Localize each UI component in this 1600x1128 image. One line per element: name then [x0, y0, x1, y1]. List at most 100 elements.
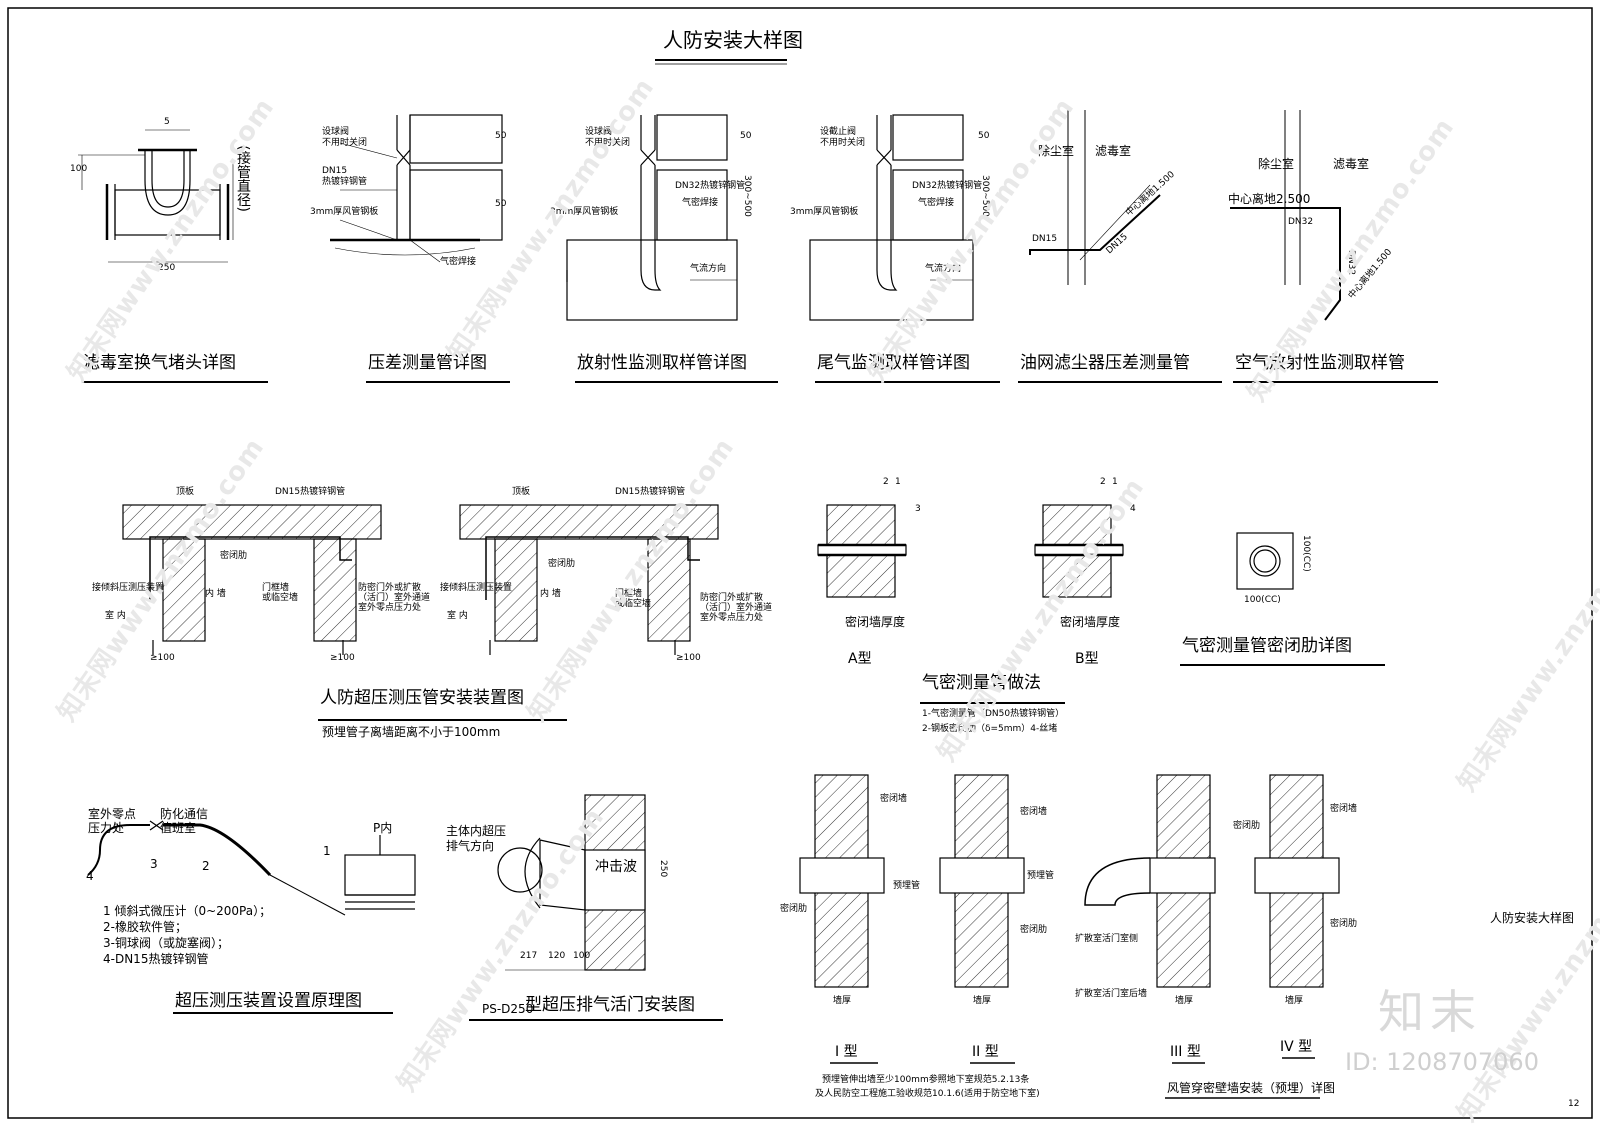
detail-air-radiation-pipe	[1230, 110, 1341, 321]
label-num: 2	[202, 859, 210, 873]
label-100: 100	[70, 164, 88, 174]
label-room: 滤毒室	[1333, 157, 1370, 171]
label-num: 3	[150, 857, 158, 871]
detail-rib-square	[1236, 532, 1294, 590]
label-flow: 气流方向	[690, 264, 727, 274]
note-overpressure: 预埋管子离墙距离不小于100mm	[322, 725, 501, 739]
label-rib: 密闭肋	[1020, 925, 1048, 935]
label-dn: DN15	[1032, 234, 1058, 244]
label-dn: DN32	[1346, 250, 1356, 276]
detail-overpressure-principle	[87, 820, 416, 916]
label-dim-50b: 50	[495, 199, 507, 209]
label-slab: 顶板	[176, 487, 195, 497]
label-250: 250	[158, 263, 176, 273]
label-dim: 100	[573, 951, 591, 961]
label-room: 室 内	[447, 611, 468, 621]
label-note: 防密门外或扩散	[700, 593, 764, 603]
label-comm: 值班室	[160, 821, 197, 835]
label-pre-pipe: 预埋管	[1027, 871, 1055, 881]
title-filter-plug: 滤毒室换气堵头详图	[83, 353, 236, 373]
title-air-radiation: 空气放射性监测取样管	[1235, 353, 1405, 373]
label-weld: 气密焊接	[440, 257, 477, 267]
label-plate: 3mm厚风管钢板	[550, 207, 619, 217]
label-dim: ≥100	[676, 653, 701, 663]
label-room: 室 内	[105, 611, 126, 621]
label-pipe: DN32热镀锌钢管	[675, 181, 746, 191]
label-dim: 250	[658, 860, 668, 878]
legend-airtight: 2-钢板密闭肋（δ=5mm）4-丝堵	[922, 724, 1058, 734]
label-num: 4	[1130, 504, 1136, 514]
label-weld: 气密焊接	[918, 198, 955, 208]
label-shock-wave: 冲击波	[595, 859, 637, 875]
label-num: 3	[915, 504, 921, 514]
watermark-logo: 知末	[1378, 985, 1482, 1039]
detail-radiation-sampling	[566, 114, 738, 321]
legend-line: 3-铜球阀（或旋塞阀）；	[103, 936, 229, 950]
label-outdoor: 室外零点	[88, 807, 137, 821]
title-rib-detail: 气密测量管密闭肋详图	[1182, 636, 1352, 656]
label-direction: 排气方向	[446, 839, 495, 853]
label-pipe: DN32热镀锌钢管	[912, 181, 983, 191]
label-plate: 3mm厚风管钢板	[310, 207, 379, 217]
label-size: 100(CC)	[1301, 535, 1311, 572]
title-duct-wall: 风管穿密壁墙安装（预埋）详图	[1167, 1081, 1336, 1095]
label-rib: 密闭肋	[1330, 919, 1358, 929]
title-principle: 超压测压装置设置原理图	[175, 991, 362, 1011]
title-airtight: 气密测量管做法	[922, 673, 1041, 693]
label-type-4: IV 型	[1280, 1039, 1313, 1055]
label-pipe: DN15热镀锌钢管	[615, 487, 686, 497]
label-dim: 120	[548, 951, 566, 961]
label-seal-wall: 密闭墙	[1020, 807, 1048, 817]
note-duct: 预埋管伸出墙至少100mm参照地下室规范5.2.13条	[822, 1075, 1030, 1085]
label-rib: 密闭肋	[220, 551, 248, 561]
detail-exhaust-sampling	[809, 114, 974, 321]
title-pressure-diff: 压差测量管详图	[368, 353, 487, 373]
label-num: 1	[1112, 477, 1118, 487]
label-valve-note: 不用时关闭	[820, 138, 866, 148]
label-wall-thickness: 墙厚	[833, 996, 852, 1006]
label-inner-wall: 内 墙	[205, 589, 226, 599]
label-door2: 或临空墙	[262, 593, 299, 603]
label-direction: 主体内超压	[446, 824, 507, 838]
sheet-border	[7, 7, 1593, 1119]
label-type-a: A型	[848, 651, 872, 667]
label-note: 防密门外或扩散	[358, 583, 422, 593]
label-note: （活门）室外通道	[700, 603, 773, 613]
detail-pressure-diff-pipe	[330, 114, 503, 263]
label-room: 除尘室	[1258, 157, 1295, 171]
label-center: 中心离地2.500	[1228, 192, 1311, 206]
label-num: 4	[86, 869, 94, 883]
detail-duct-wall-4	[1254, 774, 1340, 988]
label-wall-thickness: 墙厚	[1175, 996, 1194, 1006]
label-diffusion: 扩散室活门室后墙	[1075, 989, 1148, 999]
label-rib: 密闭肋	[780, 904, 808, 914]
label-room: 除尘室	[1038, 144, 1075, 158]
legend-airtight: 1-气密测量管（DN50热镀锌钢管）	[922, 709, 1065, 719]
label-comm: 防化通信	[160, 807, 209, 821]
label-type-b: B型	[1075, 651, 1099, 667]
label-pipe: DN15	[322, 166, 348, 176]
detail-duct-wall-2	[939, 774, 1025, 988]
label-note: （活门）室外通道	[358, 593, 431, 603]
label-wall-thickness: 墙厚	[1285, 996, 1304, 1006]
label-num: 2	[883, 477, 889, 487]
label-diameter: (接管直径)	[235, 145, 251, 212]
note-duct: 及人民防空工程施工验收规范10.1.6(适用于防空地下室)	[815, 1089, 1040, 1099]
label-pipe: DN15热镀锌钢管	[275, 487, 346, 497]
label-seal-wall: 密闭墙	[880, 794, 908, 804]
label-inner-wall: 内 墙	[540, 589, 561, 599]
sheet-title: 人防安装大样图	[663, 28, 803, 52]
label-num: 1	[323, 844, 331, 858]
label-door2: 或临空墙	[615, 599, 652, 609]
label-type-3: III 型	[1170, 1044, 1201, 1060]
detail-overpressure-pipe-a	[122, 504, 382, 655]
label-dim-50a: 50	[495, 131, 507, 141]
label-rib: 密闭肋	[1233, 821, 1261, 831]
label-valve: 设截止阀	[820, 127, 857, 137]
label-pre-pipe: 预埋管	[893, 881, 921, 891]
label-dim: 217	[520, 951, 538, 961]
detail-exhaust-valve	[497, 794, 646, 971]
side-title: 人防安装大样图	[1490, 911, 1575, 925]
watermark-id: ID: 1208707060	[1345, 1048, 1539, 1076]
label-rib: 密闭肋	[548, 559, 576, 569]
